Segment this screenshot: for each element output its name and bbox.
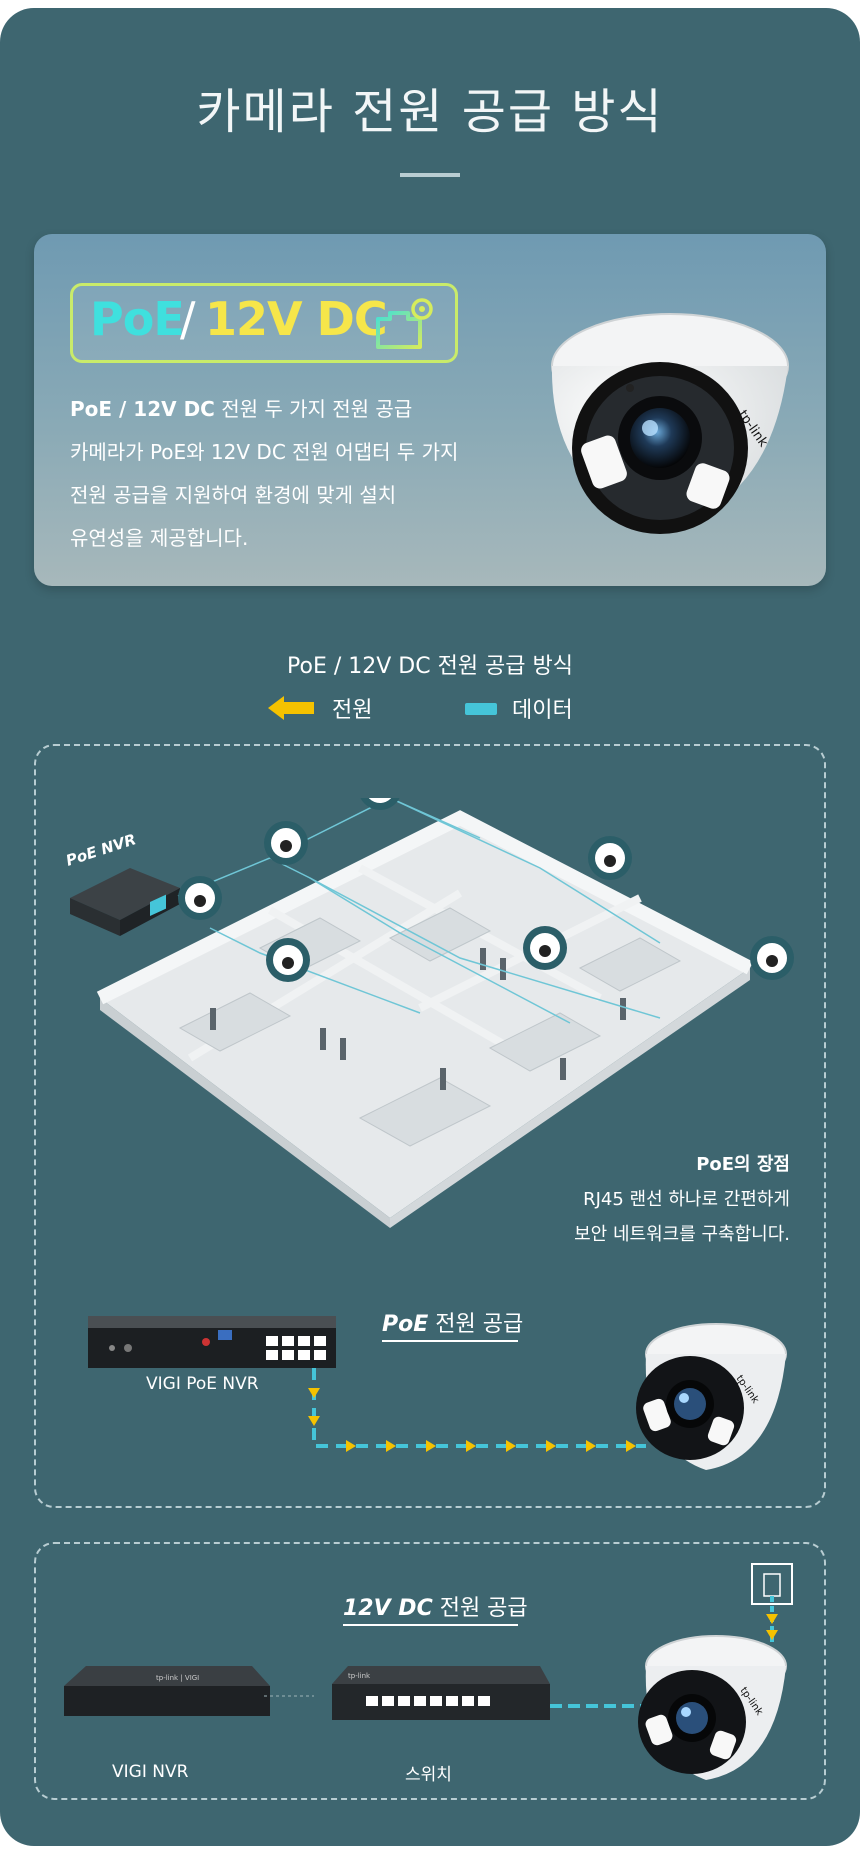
- advantage-title: PoE의 장점: [696, 1154, 790, 1175]
- legend-power-label: 전원: [332, 698, 373, 723]
- power-badge: [70, 283, 458, 363]
- dc-supply-title: 12V DC 전원 공급: [343, 1590, 528, 1622]
- switch-label: 스위치: [405, 1765, 452, 1785]
- card-headline-rest: 전원 두 가지 전원 공급: [214, 397, 413, 421]
- dc-connection-diagram: tp-link | VIGI tp-link tp-link: [64, 1563, 793, 1780]
- ethernet-port-icon: [376, 298, 433, 349]
- dc-title-underline: [343, 1624, 518, 1626]
- badge-dc-text: 12V DC: [205, 292, 388, 346]
- card-headline-bold: PoE / 12V DC: [70, 397, 215, 421]
- office-floor-illustration: PoE NVR: [64, 798, 794, 1228]
- card-desc-line2: 전원 공급을 지원하여 환경에 맞게 설치: [70, 483, 397, 507]
- page-title: 카메라 전원 공급 방식: [196, 84, 664, 140]
- data-line-swatch: [465, 703, 497, 715]
- dc-supply-title-italic: 12V DC: [343, 1596, 433, 1621]
- vigi-poe-nvr-label: VIGI PoE NVR: [146, 1374, 259, 1394]
- legend-data-label: 데이터: [512, 698, 573, 723]
- turret-camera-large: tp-link: [551, 313, 789, 534]
- badge-slash-text: /: [180, 292, 196, 346]
- card-headline: PoE / 12V DC 전원 두 가지 전원 공급: [70, 393, 412, 422]
- title-divider: [400, 173, 460, 177]
- nvr-brand-text: tp-link | VIGI: [156, 1674, 199, 1682]
- dc-supply-title-rest: 전원 공급: [432, 1596, 528, 1621]
- poe-supply-title-italic: PoE: [382, 1312, 429, 1337]
- legend-title: PoE / 12V DC 전원 공급 방식: [287, 654, 573, 679]
- dc-section-box: [34, 1542, 826, 1800]
- poe-nvr-tag: PoE NVR: [64, 830, 138, 870]
- advantage-line2: 보안 네트워크를 구축합니다.: [574, 1224, 790, 1245]
- poe-supply-title: PoE 전원 공급: [382, 1306, 523, 1338]
- badge-poe-text: PoE: [90, 292, 185, 346]
- poe-section-box: [34, 744, 826, 1508]
- advantage-line1: RJ45 랜선 하나로 간편하게: [583, 1189, 790, 1210]
- main-panel: 카메라 전원 공급 방식 PoE / 12V DC PoE / 12V DC 전…: [0, 8, 860, 1846]
- card-desc-line3: 유연성을 제공합니다.: [70, 526, 249, 550]
- card-desc-line1: 카메라가 PoE와 12V DC 전원 어댑터 두 가지: [70, 440, 459, 464]
- poe-title-underline: [382, 1340, 518, 1342]
- poe-supply-title-rest: 전원 공급: [428, 1312, 524, 1337]
- switch-brand-text: tp-link: [348, 1672, 371, 1680]
- power-arrow-icon: [268, 696, 314, 720]
- vigi-nvr-label: VIGI NVR: [112, 1762, 189, 1782]
- cctv-markers: [178, 798, 794, 982]
- poe-connection-diagram: tp-link: [88, 1316, 787, 1470]
